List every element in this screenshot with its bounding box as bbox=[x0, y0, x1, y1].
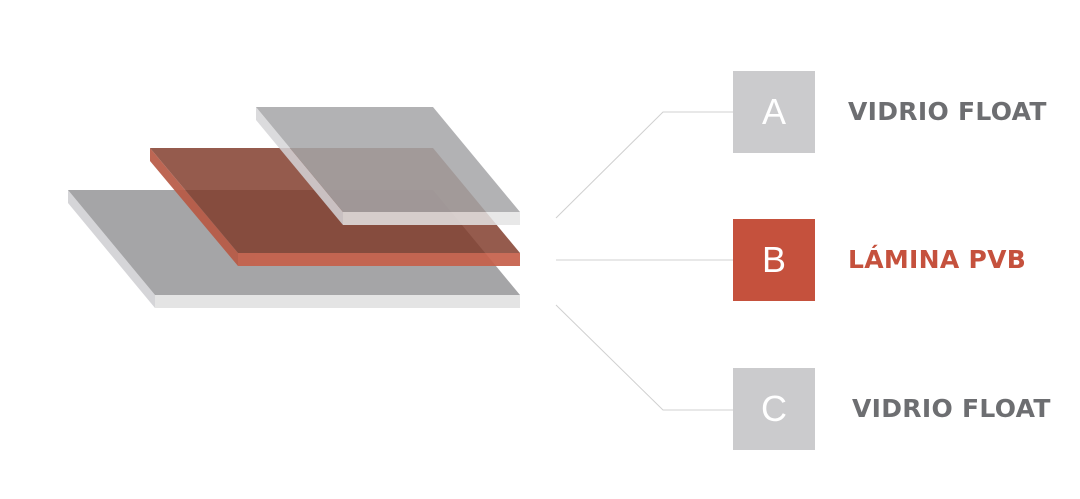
label-a: VIDRIO FLOAT bbox=[848, 97, 1047, 126]
label-c: VIDRIO FLOAT bbox=[852, 394, 1051, 423]
connector-line-a bbox=[555, 111, 733, 219]
connector-line-c bbox=[555, 304, 733, 411]
badge-c: C bbox=[733, 368, 815, 450]
label-b: LÁMINA PVB bbox=[848, 245, 1027, 274]
badge-b: B bbox=[733, 219, 815, 301]
layer-a-glass-sheet bbox=[256, 107, 520, 225]
badge-a: A bbox=[733, 71, 815, 153]
